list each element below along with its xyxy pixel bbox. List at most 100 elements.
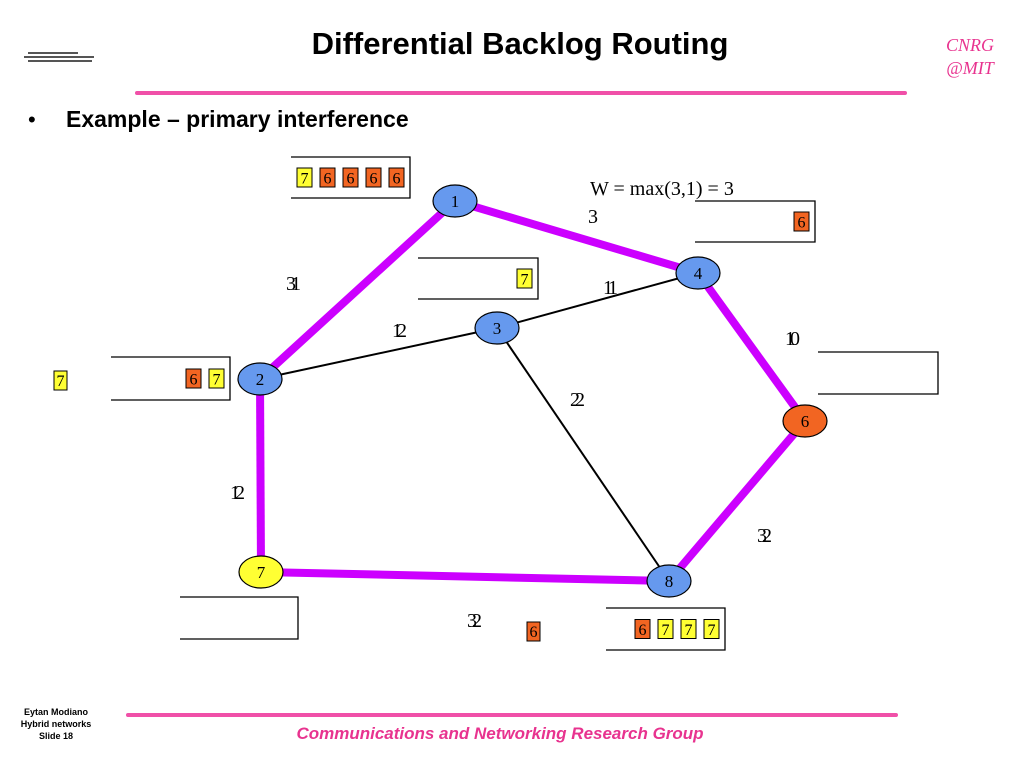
formula-value: 3 <box>588 206 598 228</box>
packet-dest-7 <box>657 619 674 639</box>
packet-label: 6 <box>798 215 806 232</box>
packet-label: 6 <box>347 171 355 188</box>
queue-buffer <box>111 356 231 401</box>
packet-label: 6 <box>190 372 198 389</box>
node-circle <box>237 362 283 396</box>
brand-line-1: CNRG <box>945 35 994 55</box>
packet-label: 6 <box>393 171 401 188</box>
packet-dest-7 <box>680 619 697 639</box>
packet-dest-7 <box>516 268 533 289</box>
footer-credit: Eytan Modiano Hybrid networks Slide 18 <box>10 706 102 742</box>
node-label: 8 <box>665 572 674 591</box>
node-6: 6 <box>782 404 828 438</box>
link-weight-alt-2-7: 2 <box>235 482 245 504</box>
packet-dest-7 <box>703 619 720 639</box>
link-weight-alt-3-8: 2 <box>575 389 585 411</box>
packet-label: 7 <box>521 272 529 289</box>
queue-node-6 <box>818 351 939 395</box>
link-weight-alt-7-8: 2 <box>472 610 482 632</box>
link-4-6 <box>694 270 809 424</box>
node-4: 4 <box>675 256 721 290</box>
queue-node-3: 7 <box>418 257 539 300</box>
packet-label: 6 <box>370 171 378 188</box>
link-weight-4-6: 1 <box>785 328 795 350</box>
queue-buffer <box>291 156 411 199</box>
packet-arriving-label: 6 <box>530 624 538 641</box>
subtitle: Example – primary interference <box>66 106 409 132</box>
node-3: 3 <box>474 311 520 345</box>
node-circle <box>646 564 692 598</box>
brand-line-2: @MIT <box>946 58 994 78</box>
link-weight-6-8: 3 <box>757 525 767 547</box>
node-label: 4 <box>694 264 703 283</box>
node-circle <box>782 404 828 438</box>
link-weight-alt-4-6: 0 <box>790 328 800 350</box>
queue-node-7 <box>180 596 299 640</box>
link-1-4 <box>453 197 700 277</box>
node-circle <box>474 311 520 345</box>
link-1-2 <box>257 198 458 382</box>
packet-dest-6 <box>342 167 359 188</box>
packet-dest-6 <box>319 167 336 188</box>
packet-label: 6 <box>324 171 332 188</box>
packet-dest-6 <box>634 619 651 639</box>
bullet-dot: • <box>28 107 36 132</box>
formula-text: W = max(3,1) = 3 <box>590 178 734 200</box>
packet-dest-7 <box>296 167 313 188</box>
node-label: 1 <box>451 192 460 211</box>
packet-dest-6 <box>365 167 382 188</box>
packet-dest-7 <box>208 368 225 389</box>
nodes-layer: 1 2 3 4 6 7 8 <box>237 184 828 598</box>
link-2-7 <box>256 378 265 573</box>
queue-buffer <box>180 596 299 640</box>
link-2-3 <box>259 327 498 380</box>
packet-arriving-6 <box>526 621 541 642</box>
link-weight-7-8: 3 <box>467 610 477 632</box>
node-label: 2 <box>256 370 265 389</box>
node-1: 1 <box>432 184 478 218</box>
links-layer <box>256 197 809 585</box>
node-8: 8 <box>646 564 692 598</box>
brand-mark: CNRG @MIT <box>946 34 994 80</box>
link-weight-2-7: 1 <box>230 482 240 504</box>
link-3-4 <box>496 272 699 329</box>
footer-course: Hybrid networks <box>20 719 92 729</box>
packet-arriving-label: 7 <box>57 373 65 390</box>
link-weight-3-4: 1 <box>603 277 613 299</box>
packet-label: 7 <box>708 622 716 639</box>
page-title: Differential Backlog Routing <box>311 26 729 61</box>
link-weight-alt-1-2: 1 <box>291 273 301 295</box>
footer-rule <box>126 713 898 717</box>
packet-label: 6 <box>639 622 647 639</box>
packet-label: 7 <box>685 622 693 639</box>
node-circle <box>432 184 478 218</box>
footer-slide-number: Slide 18 <box>38 731 74 741</box>
node-label: 7 <box>257 563 266 582</box>
link-weight-alt-3-4: 1 <box>608 277 618 299</box>
packet-arriving-7 <box>53 370 68 391</box>
footer-author: Eytan Modiano <box>23 707 88 717</box>
node-label: 3 <box>493 319 502 338</box>
packet-dest-6 <box>185 368 202 389</box>
queue-buffer <box>606 607 726 651</box>
footer-group: Communications and Networking Research G… <box>296 724 704 743</box>
link-3-8 <box>496 327 670 582</box>
queue-buffer <box>418 257 539 300</box>
packet-dest-6 <box>388 167 405 188</box>
queue-node-4: 6 <box>695 200 816 243</box>
link-weight-alt-2-3: 2 <box>397 320 407 342</box>
node-circle <box>675 256 721 290</box>
link-6-8 <box>665 418 809 584</box>
link-7-8 <box>260 568 670 585</box>
packet-label: 7 <box>662 622 670 639</box>
link-weight-3-8: 2 <box>570 389 580 411</box>
header-rule <box>135 91 907 95</box>
link-weight-1-2: 3 <box>286 273 296 295</box>
node-circle <box>238 555 284 589</box>
logo-scribble <box>24 52 94 62</box>
